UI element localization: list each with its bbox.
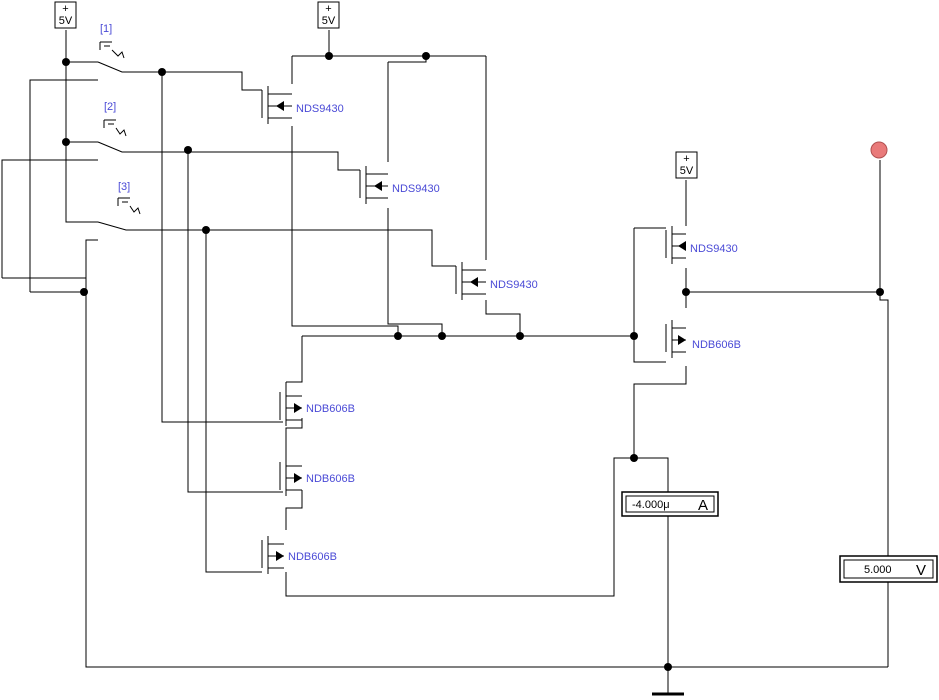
- switch-1[interactable]: [1]: [97, 23, 126, 73]
- ammeter-unit: A: [698, 497, 708, 514]
- nmos-transistor-4: NDB606B: [261, 536, 337, 574]
- svg-text:[2]: [2]: [104, 101, 116, 113]
- pmos-transistor-2: NDS9430: [359, 166, 440, 204]
- svg-text:[1]: [1]: [100, 23, 112, 35]
- pmos-transistor-4: NDS9430: [665, 226, 738, 264]
- svg-text:NDB606B: NDB606B: [288, 551, 337, 563]
- vcc-source: + 5V: [54, 1, 77, 29]
- pmos-transistor-3: NDS9430: [455, 262, 538, 300]
- nmos-transistor-1: NDB606B: [665, 320, 741, 358]
- svg-text:NDS9430: NDS9430: [690, 243, 738, 255]
- voltmeter-reading: 5.000: [864, 564, 892, 576]
- svg-text:+: +: [62, 3, 68, 15]
- svg-text:5V: 5V: [680, 165, 694, 177]
- svg-text:+: +: [683, 153, 689, 165]
- pmos-transistor-1: NDS9430: [261, 86, 344, 124]
- nmos-transistor-3: NDB606B: [279, 458, 355, 496]
- svg-text:+: +: [325, 3, 331, 15]
- vcc-source: + 5V: [675, 151, 698, 179]
- voltmeter: 5.000 V: [839, 555, 938, 583]
- svg-text:[3]: [3]: [118, 181, 130, 193]
- svg-text:NDS9430: NDS9430: [490, 279, 538, 291]
- svg-text:NDB606B: NDB606B: [306, 473, 355, 485]
- switch-3[interactable]: [3]: [97, 181, 142, 231]
- svg-text:NDB606B: NDB606B: [692, 339, 741, 351]
- switch-2[interactable]: [2]: [97, 101, 127, 153]
- indicator-lamp-icon: [870, 141, 888, 159]
- voltmeter-unit: V: [916, 562, 926, 579]
- vcc-source: + 5V: [317, 1, 340, 29]
- svg-text:5V: 5V: [59, 15, 73, 27]
- svg-text:NDB606B: NDB606B: [306, 403, 355, 415]
- svg-text:NDS9430: NDS9430: [392, 183, 440, 195]
- svg-text:NDS9430: NDS9430: [296, 103, 344, 115]
- ammeter-reading: -4.000μ: [632, 499, 670, 511]
- ammeter: -4.000μ A: [621, 491, 719, 517]
- svg-text:5V: 5V: [322, 15, 336, 27]
- junction-dots: [62, 52, 884, 671]
- wires: [1, 30, 889, 694]
- nmos-transistor-2: NDB606B: [279, 388, 355, 426]
